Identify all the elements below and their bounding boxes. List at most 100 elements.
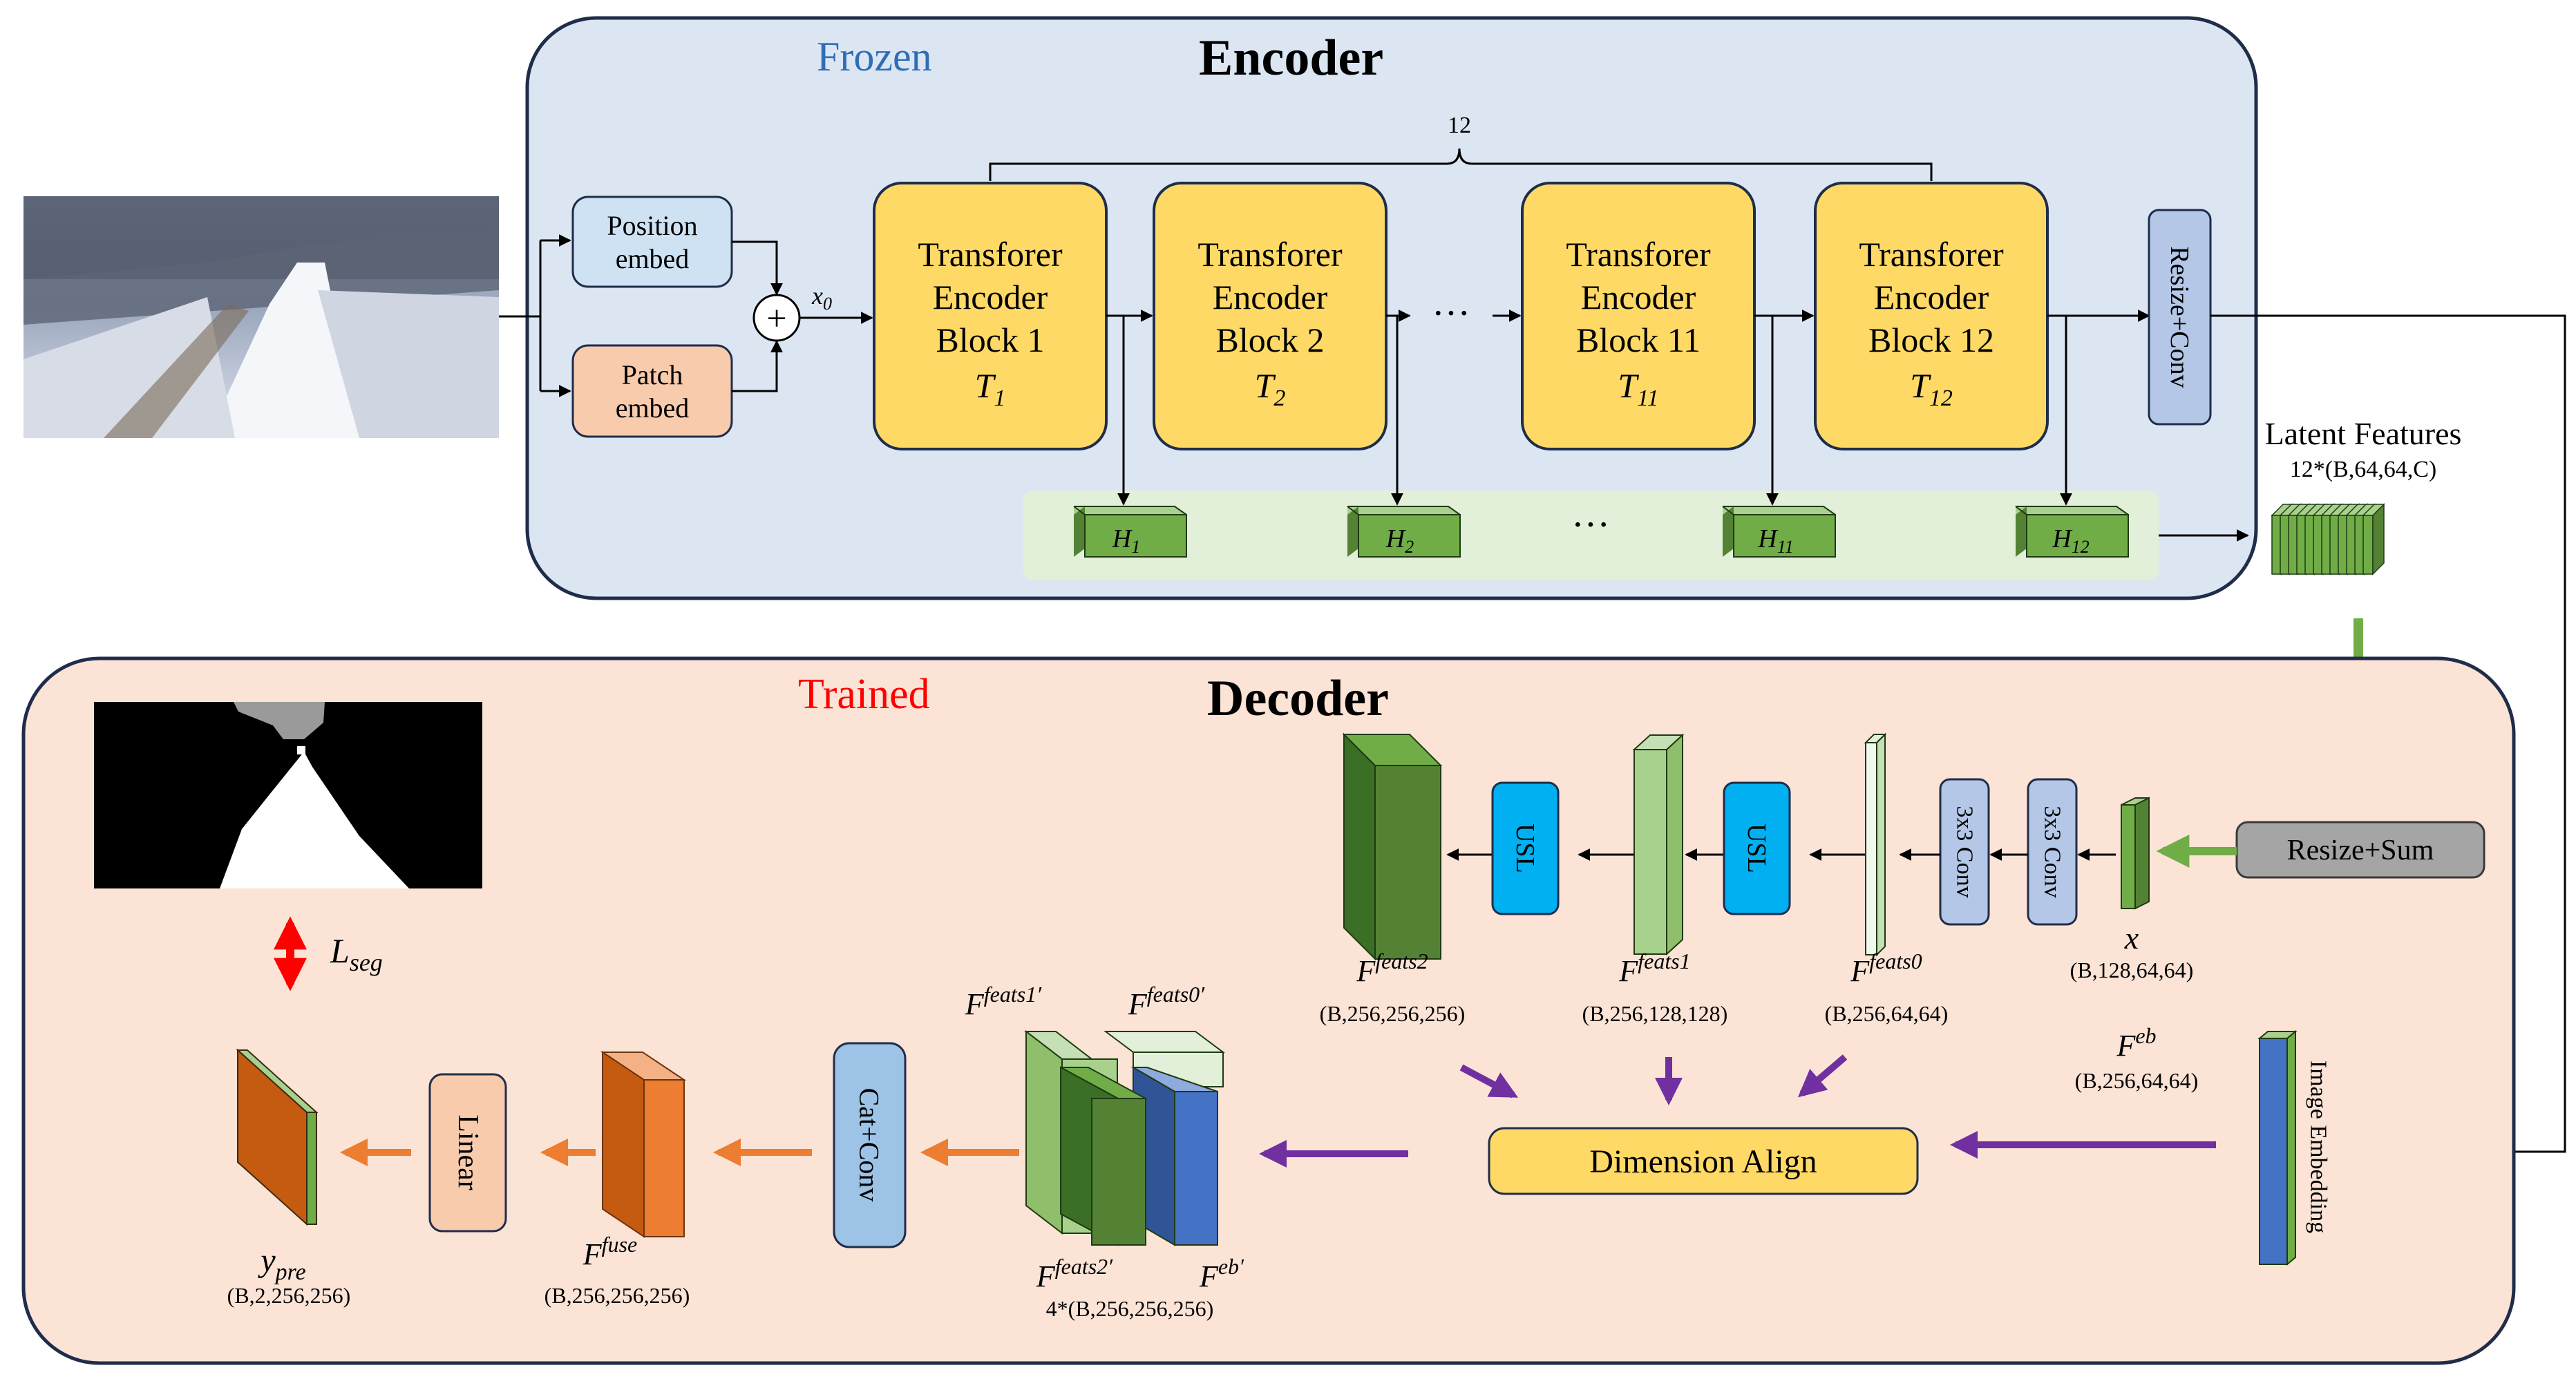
feature-h1: H1 [1073,506,1187,558]
block-2-line1: Transforer [1197,235,1343,274]
block-2-line2: Encoder [1213,278,1328,316]
position-embed-line2: embed [616,243,690,274]
block-11-t: T11 [1618,366,1658,411]
feats1-shape: (B,256,128,128) [1582,1001,1728,1026]
svg-text:H2: H2 [1385,524,1414,557]
resize-sum-box: Resize+Sum [2235,821,2485,879]
svg-text:x0: x0 [811,282,832,314]
transformer-block-11: Transforer Encoder Block 11 T11 [1521,182,1756,450]
frozen-label: Frozen [817,34,932,79]
svg-text:Feb′: Feb′ [1199,1254,1244,1293]
purple-arrows [1259,1054,2216,1168]
dimension-align-box: Dimension Align [1488,1127,1919,1195]
linear-box: Linear [428,1073,507,1233]
repeat-count: 12 [1448,113,1471,138]
x-label: x [2124,920,2139,955]
conv-box-1: 3x3 Conv [1939,778,1990,926]
transformer-block-2: Transforer Encoder Block 2 T2 [1153,182,1388,450]
svg-text:H11: H11 [1757,524,1794,557]
feature-taps [1117,316,2072,506]
repeat-brace: 12 [989,113,1933,181]
resize-conv-label: Resize+Conv [2165,246,2194,388]
svg-text:H12: H12 [2052,524,2089,557]
cat-conv-label: Cat+Conv [854,1088,885,1202]
image-embedding-feature: Image Embedding [2257,1029,2331,1266]
feature-h2: H2 [1347,506,1461,558]
fuse-feature: Ffuse (B,256,256,256) [544,1051,690,1308]
input-image [23,196,499,438]
position-embed-line1: Position [607,210,697,241]
feats0-shape: (B,256,64,64) [1825,1001,1949,1026]
block-11-line2: Encoder [1581,278,1696,316]
latent-shape: 12*(B,64,64,C) [2290,457,2437,482]
usl-box-1: USL [1491,781,1560,915]
fuse-shape: (B,256,256,256) [544,1283,690,1308]
transformer-block-12: Transforer Encoder Block 12 T12 [1814,182,2049,450]
decoder-title: Decoder [1207,670,1389,727]
cat-conv-box: Cat+Conv [833,1042,907,1248]
loss-indicator: Lseg [274,916,383,991]
feature-ellipsis: ··· [1571,504,1610,546]
block-ellipsis: ··· [1432,292,1470,335]
svg-text:Ffuse: Ffuse [583,1232,637,1271]
latent-features: Latent Features 12*(B,64,64,C) [2265,416,2462,576]
block-11-line1: Transforer [1566,235,1711,274]
feature-h11: H11 [1722,506,1836,558]
svg-text:Lseg: Lseg [330,931,383,976]
feats2-feature: Ffeats2 (B,256,256,256) [1320,732,1466,1026]
svg-text:ypre: ypre [257,1242,305,1285]
feature-h12: H12 [2015,506,2129,558]
feats1-feature: Ffeats1 (B,256,128,128) [1582,733,1728,1026]
conv-box-2: 3x3 Conv [2027,778,2078,926]
patch-embed-box: Patch embed [571,344,733,438]
resize-conv-box: Resize+Conv [2148,209,2212,426]
block-12-line3: Block 12 [1868,321,1994,359]
sum-node: + [732,240,801,392]
svg-text:Feb: Feb [2116,1023,2156,1063]
ypre-feature: ypre (B,2,256,256) [227,1048,351,1308]
feats2-shape: (B,256,256,256) [1320,1001,1466,1026]
encoder-title: Encoder [1199,30,1383,86]
svg-text:Ffeats1′: Ffeats1′ [965,982,1042,1021]
x0-label: x0 [811,282,832,314]
block-2-t: T2 [1255,366,1286,411]
block-1-t: T1 [975,366,1006,411]
resize-sum-label: Resize+Sum [2287,835,2434,866]
svg-text:Ffeats2′: Ffeats2′ [1036,1254,1113,1293]
block-1-line2: Encoder [933,278,1048,316]
x-shape: (B,128,64,64) [2070,958,2194,982]
block-1-line1: Transforer [918,235,1063,274]
feature-strip [1023,491,2159,580]
svg-text:Ffeats2: Ffeats2 [1356,949,1428,988]
latent-title: Latent Features [2265,416,2462,451]
usl-box-2: USL [1723,781,1791,915]
plus-symbol: + [766,299,786,339]
usl-1-label: USL [1510,824,1540,873]
svg-text:Ffeats0′: Ffeats0′ [1128,982,1205,1021]
block-11-line3: Block 11 [1576,321,1701,359]
segmentation-output-image [94,702,482,888]
aligned-features [1024,1029,1225,1246]
svg-text:Ffeats0: Ffeats0 [1850,949,1922,988]
feb-shape: (B,256,64,64) [2075,1068,2199,1093]
svg-text:H1: H1 [1112,524,1140,557]
aligned-shape: 4*(B,256,256,256) [1046,1296,1214,1321]
svg-text:Ffeats1: Ffeats1 [1618,949,1690,988]
ypre-shape: (B,2,256,256) [227,1283,351,1308]
feats0-feature: Ffeats0 (B,256,64,64) [1825,732,1949,1026]
input-arrows [499,234,571,397]
block-1-line3: Block 1 [936,321,1045,359]
x-feature: x (B,128,64,64) [2070,797,2194,982]
feb-label: Feb (B,256,64,64) [2075,1023,2199,1093]
block-12-line1: Transforer [1859,235,2004,274]
linear-label: Linear [452,1114,484,1190]
transformer-block-1: Transforer Encoder Block 1 T1 [873,182,1108,450]
aligned-labels: Ffeats1′ Ffeats0′ Ffeats2′ Feb′ 4*(B,256… [965,982,1244,1321]
patch-embed-line2: embed [616,392,690,424]
image-embedding-label: Image Embedding [2306,1061,2331,1233]
conv-2-label: 3x3 Conv [2040,806,2065,897]
patch-embed-line1: Patch [622,359,683,390]
trained-label: Trained [798,671,930,718]
block-12-t: T12 [1910,366,1953,411]
